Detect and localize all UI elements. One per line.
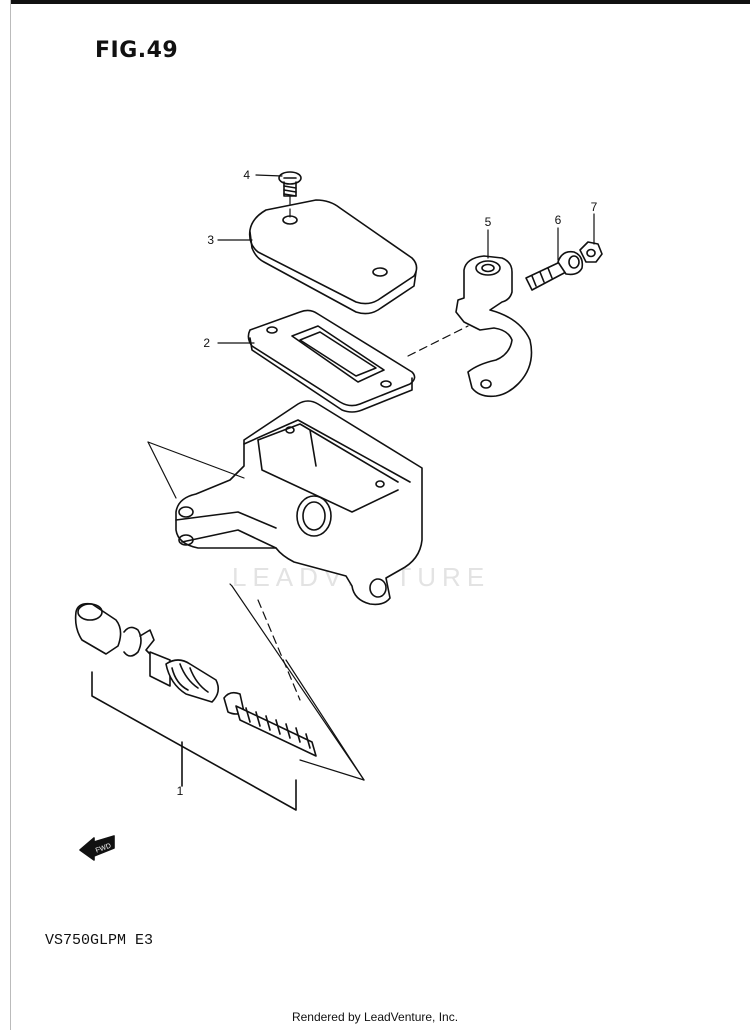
part-bolt[interactable] bbox=[525, 250, 584, 291]
fwd-arrow-icon bbox=[79, 835, 115, 861]
callout-leaders bbox=[217, 174, 595, 344]
callout-3: 3 bbox=[207, 233, 214, 247]
guide-lines bbox=[147, 441, 365, 781]
kit-bracket bbox=[91, 671, 297, 811]
alignment-lines bbox=[257, 195, 469, 701]
callout-2: 2 bbox=[203, 336, 210, 350]
part-nut[interactable] bbox=[579, 241, 603, 263]
part-holder[interactable] bbox=[455, 255, 533, 398]
callout-1: 1 bbox=[177, 784, 184, 798]
part-piston-kit[interactable] bbox=[74, 602, 317, 757]
callout-5: 5 bbox=[485, 215, 492, 229]
footer-credit: Rendered by LeadVenture, Inc. bbox=[291, 1010, 459, 1024]
part-reservoir-cap[interactable] bbox=[248, 199, 418, 315]
left-border bbox=[10, 0, 11, 1030]
part-master-cylinder-body[interactable] bbox=[175, 400, 423, 606]
callout-4: 4 bbox=[243, 168, 250, 182]
part-diaphragm[interactable] bbox=[247, 309, 416, 413]
callout-7: 7 bbox=[591, 200, 598, 214]
top-border bbox=[10, 0, 750, 4]
callout-6: 6 bbox=[555, 213, 562, 227]
figure-title: FIG.49 bbox=[95, 38, 179, 63]
model-code: VS750GLPM E3 bbox=[45, 932, 154, 949]
